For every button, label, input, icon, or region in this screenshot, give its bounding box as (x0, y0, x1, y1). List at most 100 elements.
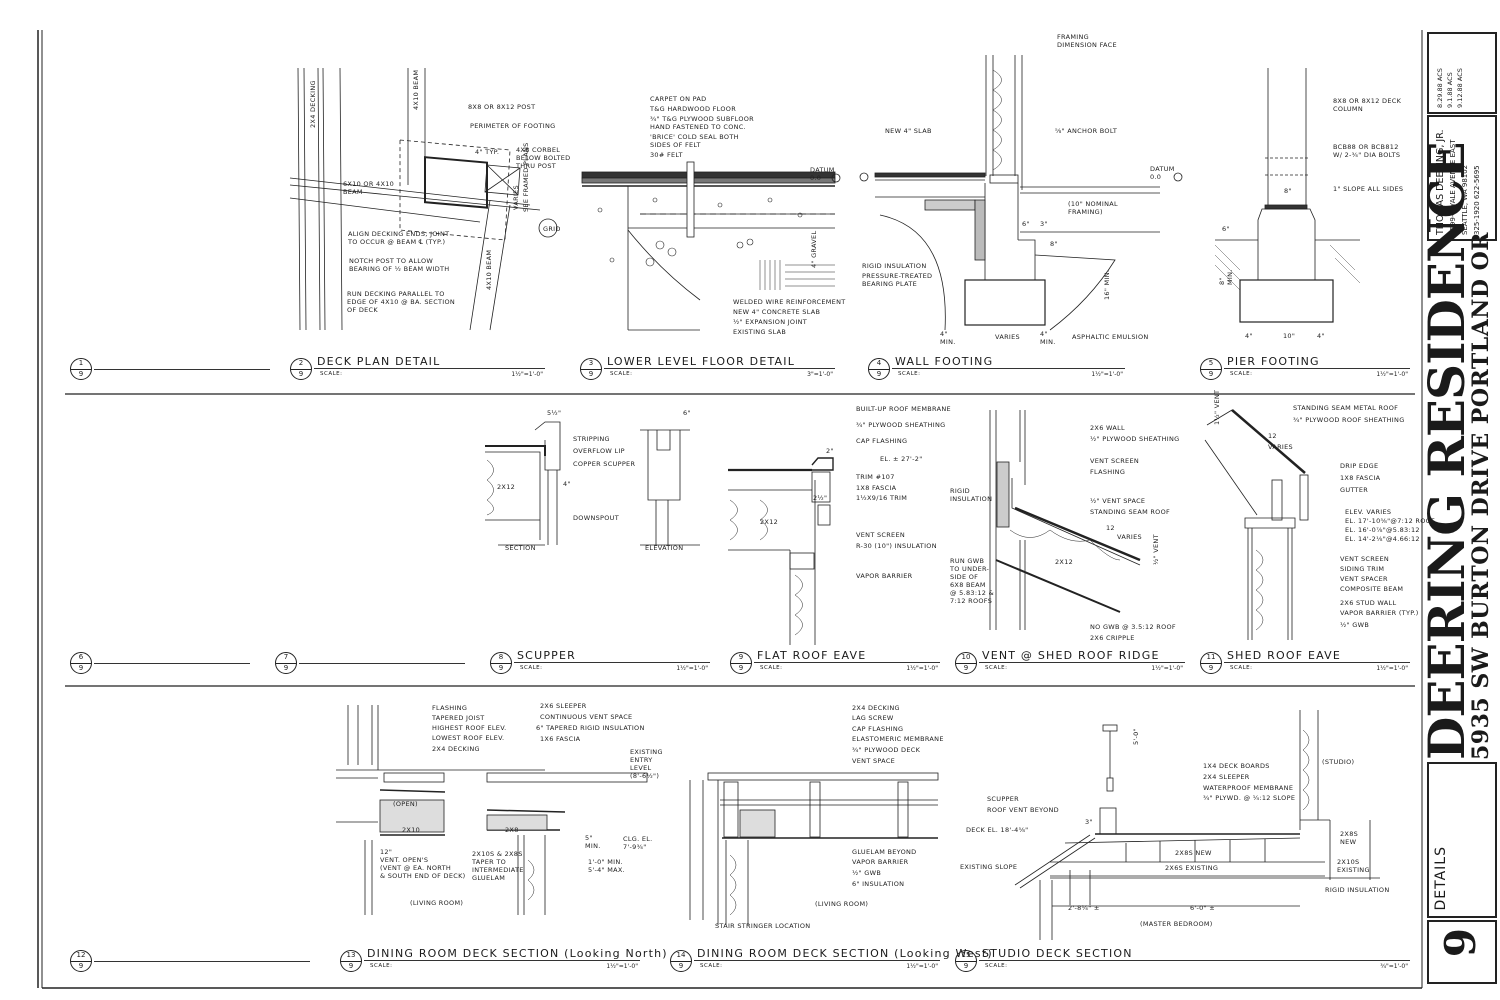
annotation-note: GLUELAM BEYOND (852, 848, 917, 856)
detail-marker (580, 358, 602, 380)
annotation-note: 1x4 DECK BOARDS (1203, 762, 1270, 770)
annotation-note: 4" MIN. (1040, 330, 1056, 346)
annotation-note: 2x6 STUD WALL (1340, 599, 1397, 607)
detail-number: 6 (78, 653, 84, 661)
annotation-note: VENT SCREEN (1090, 457, 1140, 465)
annotation-note: 2x6 SLEEPER (540, 702, 587, 710)
annotation-note: ½" PLYWOOD SHEATHING (1090, 435, 1180, 443)
annotation-note: 2x8 (505, 826, 519, 834)
annotation-note: 5½" (547, 409, 562, 417)
detail-marker (955, 950, 977, 972)
detail-marker (1200, 358, 1222, 380)
detail-number: 8 (498, 653, 504, 661)
sheet-reference: 9 (348, 962, 354, 970)
detail-marker (70, 950, 92, 972)
detail-number: 12 (76, 951, 86, 959)
annotation-note: EL. 17'-10⅝"@7:12 ROOF (1345, 517, 1436, 525)
annotation-note: EL. 16'-0⅞"@5.83:12 (1345, 526, 1420, 534)
detail-marker (70, 652, 92, 674)
detail-title: DINING ROOM DECK SECTION (Looking West) (697, 947, 993, 960)
annotation-note: EXISTING SLAB (733, 328, 787, 336)
annotation-note: (MASTER BEDROOM) (1140, 920, 1213, 928)
annotation-note: 8" (1050, 240, 1058, 248)
annotation-note: 2x4 DECKING (432, 745, 480, 753)
annotation-note: SIDING TRIM (1340, 565, 1385, 573)
annotation-note: 2" (826, 447, 834, 455)
annotation-note: NEW 4" SLAB (885, 127, 932, 135)
sheet-reference: 9 (78, 370, 84, 378)
scale-label: SCALE: (610, 371, 633, 377)
scale-label: SCALE: (1230, 371, 1253, 377)
annotation-note: ½" VENT SPACE (1090, 497, 1146, 505)
sheet-reference: 9 (876, 370, 882, 378)
detail-title: PIER FOOTING (1227, 355, 1320, 368)
annotation-note: DATUM 0.0 (1150, 165, 1175, 181)
annotation-note: CLG. EL. 7'-9¾" (623, 835, 653, 851)
annotation-note: 2x4 DECKING (852, 704, 900, 712)
annotation-note: RUN GWB TO UNDER- SIDE OF 6x8 BEAM @ 5.8… (950, 557, 994, 605)
annotation-note: 2x10s & 2x8s TAPER TO INTERMEDIATE GLUEL… (472, 850, 524, 882)
revision-date: 9.1.88 ACS (1446, 72, 1454, 108)
annotation-note: (OPEN) (393, 800, 418, 808)
annotation-note: 10" (1283, 332, 1296, 340)
annotation-note: ELEVATION (645, 544, 684, 552)
annotation-note: VENT SPACE (852, 757, 896, 765)
detail-marker (275, 652, 297, 674)
annotation-note: ¾" PLYWOOD SHEATHING (856, 421, 946, 429)
annotation-note: VAPOR BARRIER (852, 858, 909, 866)
detail-title: DINING ROOM DECK SECTION (Looking North) (367, 947, 668, 960)
annotation-note: CAP FLASHING (852, 725, 904, 733)
annotation-note: NOTCH POST TO ALLOW BEARING OF ½ BEAM WI… (349, 257, 450, 273)
annotation-note: 5'-0" (1132, 728, 1140, 745)
scale-label: SCALE: (1230, 665, 1253, 671)
sheet-number-box: 9 (1427, 920, 1497, 984)
annotation-note: 8x8 or 8x12 POST (468, 103, 536, 111)
annotation-note: EXISTING SLOPE (960, 863, 1018, 871)
scale-label: SCALE: (985, 963, 1008, 969)
annotation-note: 1'-0" MIN. 5'-4" MAX. (588, 858, 626, 874)
annotation-note: WATERPROOF MEMBRANE (1203, 784, 1294, 792)
annotation-note: LAG SCREW (852, 714, 894, 722)
annotation-note: SECTION (505, 544, 536, 552)
annotation-note: ¾" PLYWD. @ ¼:12 SLOPE (1203, 794, 1296, 802)
annotation-note: RIGID INSULATION (950, 487, 993, 503)
annotation-note: 6x10 or 4x10 BEAM (343, 180, 395, 196)
sheet-reference: 9 (738, 664, 744, 672)
annotation-note: GUTTER (1340, 486, 1369, 494)
annotation-note: SCUPPER (987, 795, 1019, 803)
annotation-note: EL. ± 27'-2" (880, 455, 923, 463)
detail-marker (1200, 652, 1222, 674)
project-name: DEERING RESIDENCE (1417, 142, 1476, 760)
scale-value: 1½"=1'-0" (606, 963, 638, 970)
annotation-note: 16" MIN. (1103, 269, 1111, 300)
vent-shed-roof-ridge-drawing (989, 410, 1141, 630)
annotation-note: 2x12 (1055, 558, 1074, 566)
title-rule (604, 368, 835, 369)
annotation-note: 6" (1022, 220, 1030, 228)
annotation-note: 6" TAPERED RIGID INSULATION (536, 724, 645, 732)
sheet-number: 9 (1436, 928, 1485, 958)
annotation-note: T&G HARDWOOD FLOOR (650, 105, 737, 113)
annotation-note: ROOF VENT BEYOND (987, 806, 1059, 814)
annotation-note: 2x12 (497, 483, 516, 491)
detail-marker (730, 652, 752, 674)
scale-label: SCALE: (320, 371, 343, 377)
annotation-note: 2x10s EXISTING (1337, 858, 1370, 874)
annotation-note: 2x4 SLEEPER (1203, 773, 1250, 781)
sheet-reference: 9 (963, 664, 969, 672)
annotation-note: 3" (1040, 220, 1048, 228)
annotation-note: NEW 4" CONCRETE SLAB (733, 308, 821, 316)
annotation-note: HIGHEST ROOF ELEV. (432, 724, 507, 732)
annotation-note: 2x6s EXISTING (1165, 864, 1219, 872)
annotation-note: 8" MIN. (1218, 269, 1234, 285)
annotation-note: BUILT-UP ROOF MEMBRANE (856, 405, 951, 413)
annotation-note: FRAMING DIMENSION FACE (1057, 33, 1117, 49)
annotation-note: (LIVING ROOM) (410, 899, 464, 907)
annotation-note: DATUM 0.0 (810, 166, 835, 182)
annotation-note: DRIP EDGE (1340, 462, 1379, 470)
annotation-note: DECK EL. 18'-4⅝" (966, 826, 1029, 834)
annotation-note: BCB88 or BCB812 W/ 2-¾" Dia Bolts (1333, 143, 1401, 159)
detail-number: 14 (676, 951, 686, 959)
architect-box: THOMAS DEERING, JR. 2599-D YALE AVENUE E… (1427, 115, 1497, 241)
annotation-note: ⅝" ANCHOR BOLT (1055, 127, 1118, 135)
